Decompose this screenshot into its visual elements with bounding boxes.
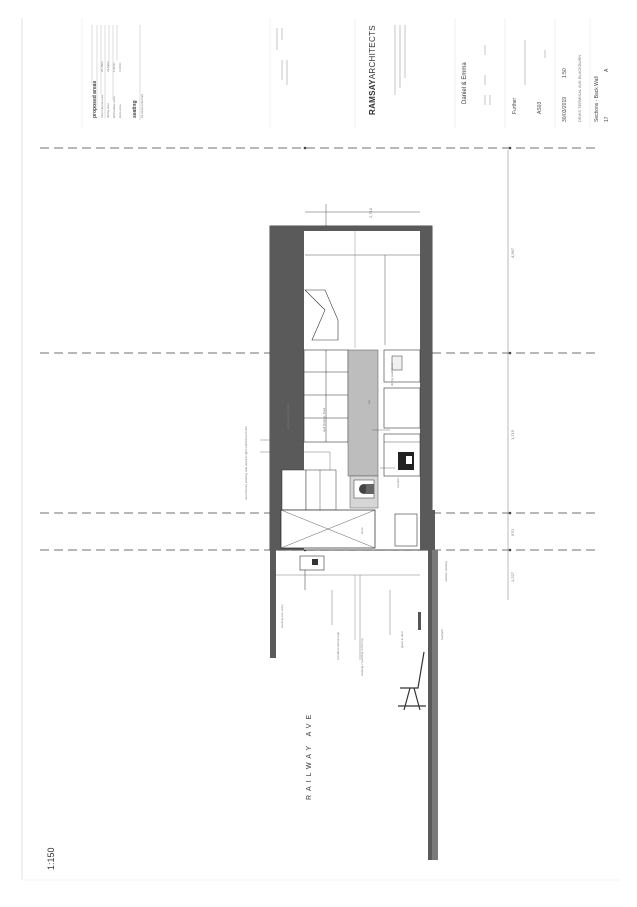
outdoor-label: outdoor seating bbox=[444, 561, 448, 582]
store-box bbox=[394, 513, 418, 547]
bar-zone bbox=[347, 349, 379, 477]
dimension-4: 1,227 bbox=[510, 571, 515, 582]
general-notes-lines bbox=[91, 25, 141, 120]
roofing-label: roofing (sub) framed bbox=[286, 402, 290, 430]
scale-value: 1:50 bbox=[562, 68, 568, 78]
area-3-value: 1.92m² bbox=[112, 62, 116, 72]
area-1-label: total internal area bbox=[100, 94, 104, 118]
kitchen-unit bbox=[383, 387, 421, 429]
bollard bbox=[418, 612, 421, 630]
brand-light: ARCHITECTS bbox=[368, 25, 377, 80]
awning-support bbox=[270, 548, 276, 658]
dimension-top: 2,710 bbox=[368, 207, 373, 218]
client-name: Daniel & Emma bbox=[462, 62, 468, 104]
seating-label: seating bbox=[132, 100, 138, 118]
dining-label: dining (wall) level bbox=[390, 362, 394, 386]
store-label: store bbox=[360, 527, 364, 534]
outdoor-chair-icon bbox=[398, 651, 426, 711]
footpath-edge bbox=[432, 550, 438, 860]
brand-bold: RAMSAY bbox=[368, 79, 377, 115]
area-3-label: kitchen/bar area bbox=[112, 96, 116, 118]
area-4-value: 4.10m² bbox=[118, 62, 122, 72]
dimension-1: 4,567 bbox=[510, 247, 515, 258]
street-name: RAILWAY AVE bbox=[306, 710, 313, 800]
area-2-value: 21.82m² bbox=[106, 60, 110, 72]
sheet-number: 17 bbox=[604, 116, 610, 122]
bottom-scale: 1:150 bbox=[46, 847, 56, 870]
title-block-detail-lines bbox=[276, 25, 546, 105]
wall-finishes-label: wall finishes: fixed bbox=[322, 407, 326, 432]
glass-label: glass in door bbox=[400, 630, 404, 648]
fixtures-note: new fixtures existing wall wired to ligh… bbox=[244, 426, 248, 500]
sheet-status: Further bbox=[512, 97, 518, 114]
seating-value: 22 seats (internal) bbox=[140, 93, 144, 118]
proposed-areas-label: proposed areas bbox=[92, 80, 98, 118]
drawing-code: AS03 bbox=[537, 101, 543, 114]
rear-fixture bbox=[304, 289, 339, 341]
counter-label: counter bbox=[396, 477, 400, 488]
footpath-label: footpath bbox=[440, 629, 444, 640]
area-4-label: store area bbox=[118, 104, 122, 118]
drawing-title: Sections - Back Wall bbox=[594, 76, 600, 122]
awning-label: awning over entry bbox=[280, 604, 284, 628]
right-wall bbox=[420, 226, 432, 550]
signage-label: provided vertical sign bbox=[336, 631, 340, 660]
ground-slab bbox=[428, 510, 435, 860]
roof-slab bbox=[270, 226, 432, 231]
area-1-value: 26.45m² bbox=[100, 60, 104, 72]
existing-gate-label: existing / hoarding in the top bbox=[360, 638, 364, 676]
area-2-label: dining area bbox=[106, 103, 110, 118]
revision: A bbox=[604, 68, 610, 72]
front-cabinet bbox=[281, 469, 307, 511]
annotation-leaders bbox=[260, 429, 395, 660]
architect-logo: RAMSAYARCHITECTS bbox=[368, 25, 377, 115]
front-cabinet bbox=[305, 469, 337, 511]
dimension-3: 970 bbox=[510, 529, 515, 536]
dimension-2: 1,715 bbox=[510, 429, 515, 440]
bar-label: bar bbox=[367, 399, 371, 404]
issue-date: 30/03/2019 bbox=[562, 96, 568, 122]
project-name: DEWS TERMINAL AVE BLACKBURN bbox=[577, 54, 582, 122]
